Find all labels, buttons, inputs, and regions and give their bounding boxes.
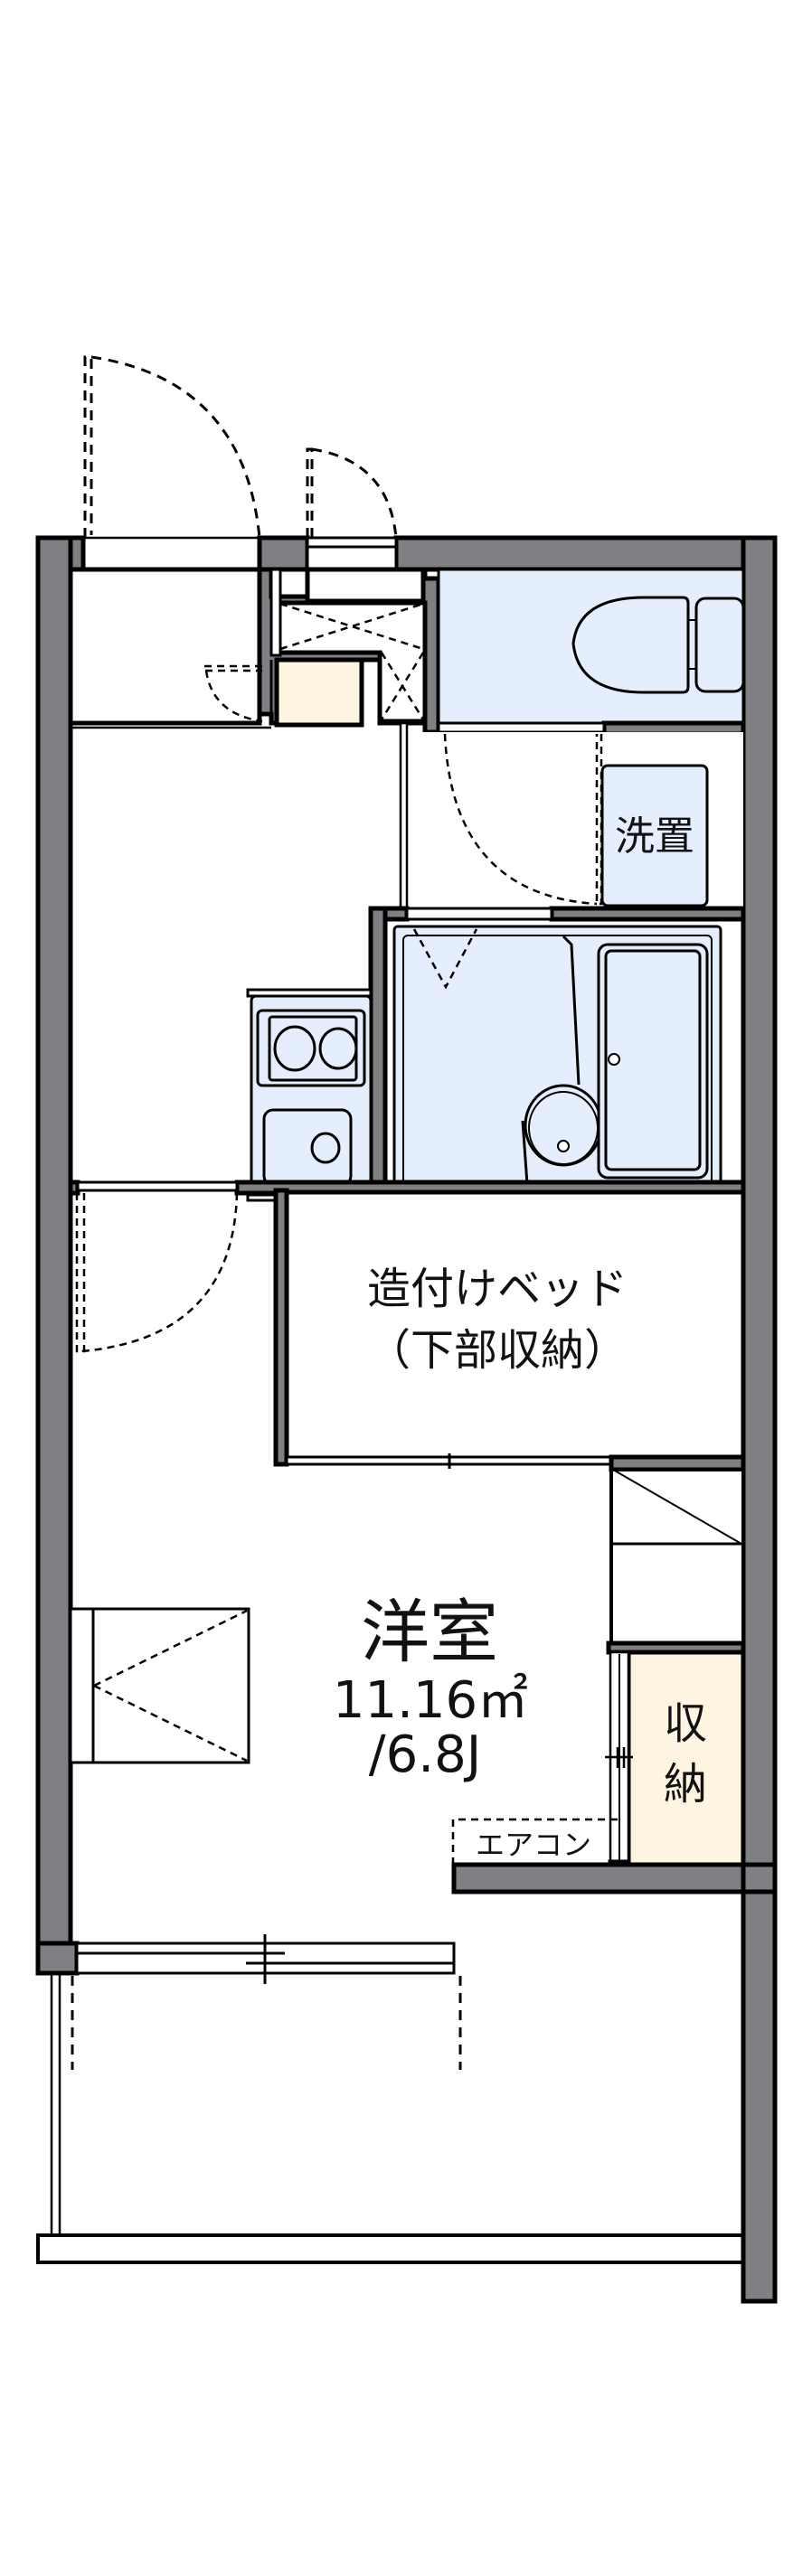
kitchen-counter bbox=[246, 988, 373, 1202]
air-conditioner-label: エアコン bbox=[476, 1828, 591, 1862]
wall-top-center bbox=[257, 535, 310, 572]
toilet-icon bbox=[571, 596, 745, 694]
entrance-door-swing-icon bbox=[83, 355, 261, 539]
wall-left bbox=[35, 535, 73, 1976]
storage-label-line2: 納 bbox=[664, 1759, 707, 1810]
storage-shelf-box bbox=[609, 1468, 745, 1645]
air-conditioner: エアコン bbox=[451, 1818, 622, 1865]
wardrobe-box bbox=[69, 1607, 250, 1764]
balcony-window bbox=[75, 1934, 456, 1984]
meter-box-door-swing-icon bbox=[306, 447, 398, 539]
entry-cabinet-door-swing-icon bbox=[203, 664, 263, 723]
sink-icon bbox=[262, 1108, 353, 1187]
washer-space-label: 洗置 bbox=[615, 813, 694, 860]
storage-label-line1: 収 bbox=[664, 1698, 707, 1749]
shoe-box-cabinet-icon bbox=[274, 657, 364, 728]
western-room: 洋室 11.16㎡ /6.8J bbox=[333, 1592, 528, 1784]
basin-icon bbox=[524, 1084, 603, 1167]
room-door-swing-icon bbox=[75, 1192, 239, 1353]
balcony-railing bbox=[36, 2233, 745, 2264]
room-tatami: /6.8J bbox=[369, 1725, 481, 1784]
wall-top-right bbox=[393, 535, 778, 572]
room-area: 11.16㎡ bbox=[333, 1671, 528, 1730]
built-in-bed-label-line2: （下部収納） bbox=[367, 1325, 628, 1376]
bathroom bbox=[392, 925, 722, 1195]
stove-icon bbox=[256, 1009, 366, 1087]
room-name: 洋室 bbox=[361, 1592, 498, 1672]
pipe-shaft bbox=[269, 568, 428, 724]
built-in-bed: 造付けベッド （下部収納） bbox=[284, 1189, 746, 1463]
entry-hall bbox=[68, 567, 262, 726]
storage-closet: 収 納 bbox=[626, 1650, 746, 1867]
bathtub-icon bbox=[597, 943, 709, 1180]
washroom-door-swing-icon bbox=[443, 733, 603, 906]
built-in-bed-label-line1: 造付けベッド bbox=[367, 1264, 628, 1314]
entrance-threshold bbox=[81, 536, 261, 571]
washer-space: 洗置 bbox=[600, 764, 709, 907]
